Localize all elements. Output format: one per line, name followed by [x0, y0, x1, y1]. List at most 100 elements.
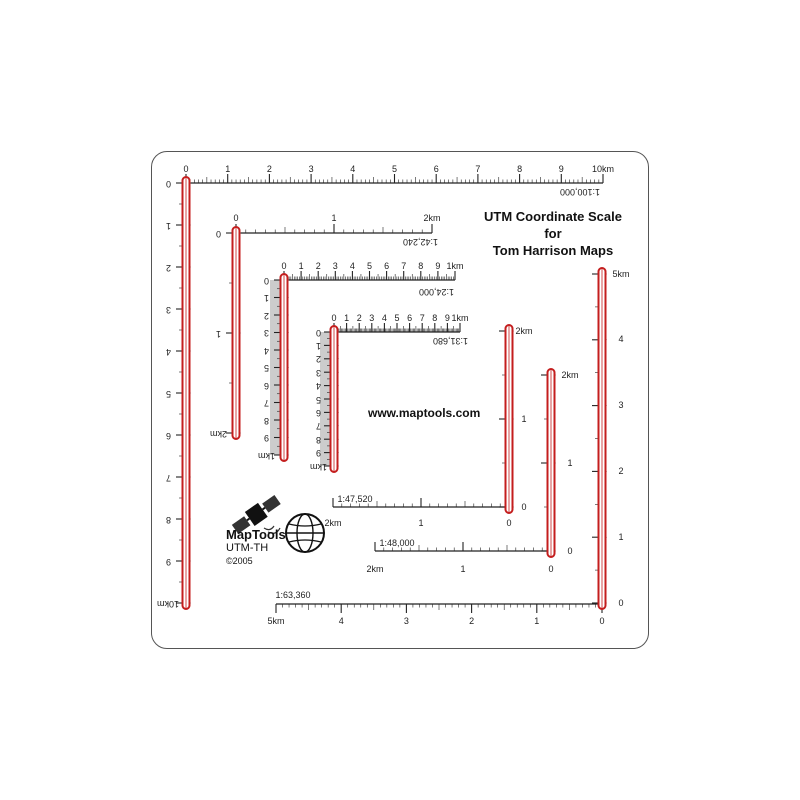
tick-label: 2: [618, 465, 624, 476]
tick-label: 5: [392, 163, 398, 174]
tick-label: 2: [266, 163, 272, 174]
tick-label: 7: [315, 421, 321, 432]
tick-label: 3: [263, 328, 269, 338]
scale-ratio-label: 1:42,240: [402, 236, 438, 247]
tick-label: 1: [225, 163, 231, 174]
scale-ratio-label: 1:24,000: [418, 286, 454, 297]
tick-label: 9: [444, 312, 450, 323]
tick-label: 1: [567, 457, 573, 468]
website-url: www.maptools.com: [368, 406, 481, 420]
tick-label: 2: [315, 354, 321, 365]
tick-label: 7: [165, 472, 171, 483]
tick-label: 0: [165, 178, 171, 189]
tick-label: 1: [344, 312, 350, 323]
tick-label: 3: [369, 312, 375, 323]
tick-label: 0: [567, 545, 573, 556]
tick-label: 2km: [366, 563, 384, 574]
tick-label: 3: [332, 260, 338, 271]
tick-label: 0: [183, 163, 189, 174]
tick-label: 8: [263, 415, 269, 426]
tick-label: 5km: [267, 615, 285, 626]
tick-label: 6: [433, 163, 439, 174]
tick-label: 8: [418, 260, 424, 271]
tick-label: 9: [558, 163, 564, 174]
tick-label: 2: [165, 262, 171, 273]
globe-icon: [285, 513, 325, 553]
tick-label: 0: [233, 212, 239, 223]
tick-label: 5: [394, 312, 400, 323]
tick-label: 6: [165, 430, 171, 441]
tick-label: 4: [315, 381, 321, 392]
tick-label: 6: [407, 312, 413, 323]
tick-label: 6: [315, 407, 321, 418]
tick-label: 2km: [561, 369, 579, 380]
tick-label: 4: [263, 345, 269, 356]
tick-label: 2km: [324, 517, 342, 528]
tick-label: 4: [618, 334, 624, 345]
tick-label: 1km: [257, 450, 275, 461]
scale-title: UTM Coordinate Scale for Tom Harrison Ma…: [478, 208, 628, 259]
tick-label: 1: [331, 212, 337, 223]
tick-label: 5km: [612, 268, 630, 279]
tick-label: 10km: [157, 598, 180, 609]
tick-label: 1km: [446, 260, 464, 271]
tick-label: 1km: [451, 312, 469, 323]
tick-label: 9: [315, 448, 321, 459]
tick-label: 8: [432, 312, 438, 323]
scale-ratio-label: 1:100,000: [560, 186, 601, 197]
tick-label: 10km: [592, 163, 615, 174]
tick-label: 7: [419, 312, 425, 323]
tick-label: 3: [308, 163, 314, 174]
tick-label: 1: [534, 615, 540, 626]
tick-label: 1: [215, 328, 221, 339]
tick-label: 3: [618, 400, 624, 411]
title-line-2: for: [544, 226, 562, 241]
model-number: UTM-TH: [226, 542, 269, 554]
tick-label: 2: [263, 310, 269, 321]
tick-label: 5: [165, 388, 171, 399]
copyright: ©2005: [226, 556, 253, 566]
tick-label: 9: [165, 556, 171, 567]
tick-label: 2km: [423, 212, 441, 223]
tick-label: 4: [165, 346, 171, 357]
tick-label: 5: [263, 363, 269, 373]
tick-label: 4: [381, 312, 387, 323]
tick-label: 1: [418, 517, 424, 528]
tick-label: 8: [165, 514, 171, 525]
tick-label: 1km: [309, 461, 327, 472]
tick-label: 5: [315, 394, 321, 405]
tick-label: 1: [263, 293, 269, 303]
tick-label: 3: [315, 367, 321, 378]
tick-label: 1: [298, 260, 304, 271]
tick-label: 7: [475, 163, 481, 174]
tick-label: 8: [517, 163, 523, 174]
tick-label: 0: [263, 275, 269, 286]
tick-label: 7: [263, 398, 269, 408]
tick-label: 9: [263, 433, 269, 443]
tick-label: 3: [165, 304, 171, 315]
scale-ratio-label: 1:63,360: [275, 589, 311, 600]
tick-label: 4: [350, 163, 356, 174]
tick-label: 2: [469, 615, 475, 626]
tick-label: 2km: [515, 325, 533, 336]
brand-name: MapTools: [226, 527, 286, 542]
tick-label: 0: [618, 597, 624, 608]
tick-label: 0: [599, 615, 605, 626]
tick-label: 4: [338, 615, 344, 626]
tick-label: 2km: [209, 428, 227, 439]
title-line-3: Tom Harrison Maps: [492, 243, 614, 258]
title-line-1: UTM Coordinate Scale: [484, 209, 622, 224]
tick-label: 1: [618, 531, 624, 542]
scale-ratio-label: 1:48,000: [379, 537, 415, 548]
tick-label: 0: [281, 260, 287, 271]
tick-label: 0: [331, 312, 337, 323]
tick-label: 1: [315, 340, 321, 351]
scale-ratio-label: 1:47,520: [337, 493, 373, 504]
tick-label: 1: [521, 413, 527, 424]
tick-label: 9: [435, 260, 441, 271]
tick-label: 3: [403, 615, 409, 626]
tick-label: 0: [521, 501, 527, 512]
tick-label: 2: [356, 312, 362, 323]
tick-label: 4: [349, 260, 355, 271]
